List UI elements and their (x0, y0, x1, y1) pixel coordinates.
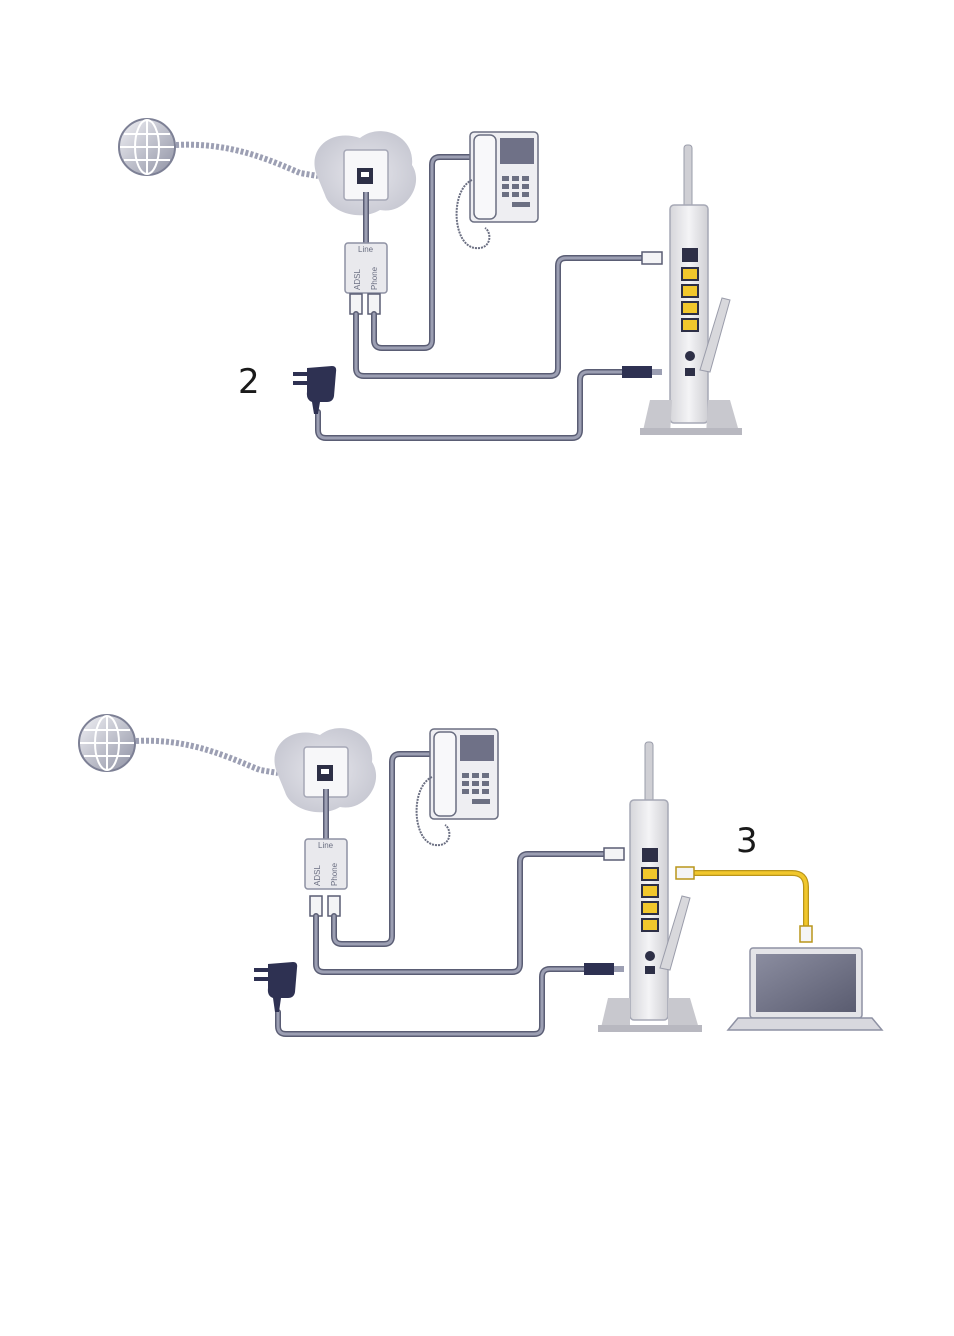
router-icon (640, 145, 742, 435)
splitter-phone-label: Phone (330, 862, 339, 886)
splitter-adsl-label: ADSL (353, 269, 362, 290)
dsl-line (176, 145, 318, 176)
diagram-top: Line ADSL Phone (119, 119, 742, 438)
telephone-icon (417, 729, 498, 845)
dsl-splitter: Line ADSL Phone (305, 839, 347, 916)
splitter-line-label: Line (318, 841, 334, 850)
splitter-adsl-label: ADSL (313, 865, 322, 886)
router-icon (598, 742, 702, 1032)
power-adapter-icon (293, 366, 336, 414)
dsl-splitter: Line ADSL Phone (345, 243, 387, 314)
splitter-line-label: Line (358, 245, 374, 254)
step-number-2: 2 (238, 362, 260, 402)
internet-globe-icon (79, 715, 135, 771)
power-adapter-icon (254, 962, 297, 1012)
laptop-icon (728, 948, 882, 1030)
step-number-3: 3 (736, 821, 758, 861)
dsl-line (136, 741, 278, 773)
internet-globe-icon (119, 119, 175, 175)
splitter-phone-label: Phone (370, 266, 379, 290)
diagram-bottom: Line ADSL Phone (79, 715, 882, 1034)
ethernet-cable (692, 873, 806, 926)
telephone-icon (457, 132, 538, 248)
